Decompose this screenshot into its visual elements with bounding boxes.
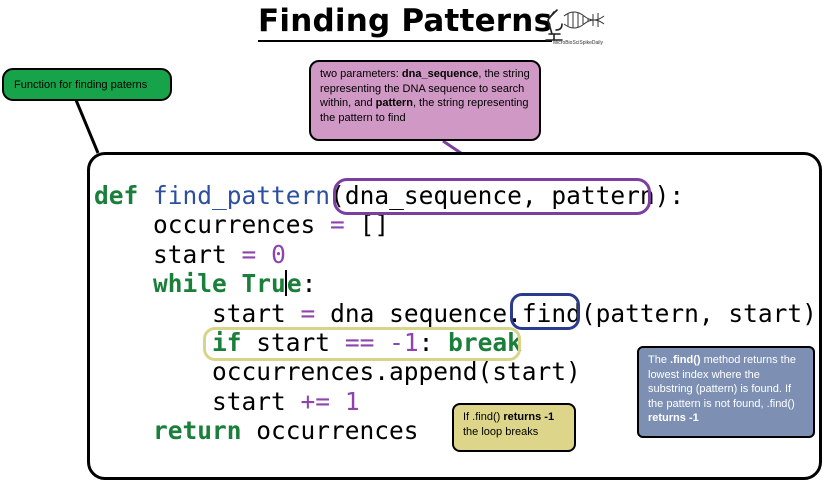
code-line-8: start += 1 — [212, 386, 360, 416]
code-block: def find_pattern(dna_sequence, pattern):… — [94, 181, 817, 446]
find-callout: The .find() method returns the lowest in… — [637, 346, 815, 438]
params-callout: two parameters: dna_sequence, the string… — [309, 60, 541, 141]
code-line-3: start = 0 — [153, 239, 286, 269]
code-line-5: start = dna_sequence.find(pattern, start… — [212, 298, 817, 328]
connector-function — [74, 99, 100, 154]
code-line-7: occurrences.append(start) — [212, 357, 581, 387]
function-callout: Function for finding paterns — [2, 68, 172, 101]
code-line-2: occurrences = [] — [153, 210, 390, 240]
code-line-9: return occurrences — [153, 416, 419, 446]
logo-caption: MicroBioSciSpikeDaily — [553, 40, 604, 46]
code-line-4: while True: — [153, 269, 317, 299]
text-cursor — [284, 270, 287, 297]
microscope-dna-logo-icon — [545, 9, 605, 41]
code-line-6: if start == -1: break — [212, 328, 522, 358]
page-title: Finding Patterns — [258, 2, 553, 42]
code-line-1: def find_pattern(dna_sequence, pattern): — [94, 181, 685, 210]
